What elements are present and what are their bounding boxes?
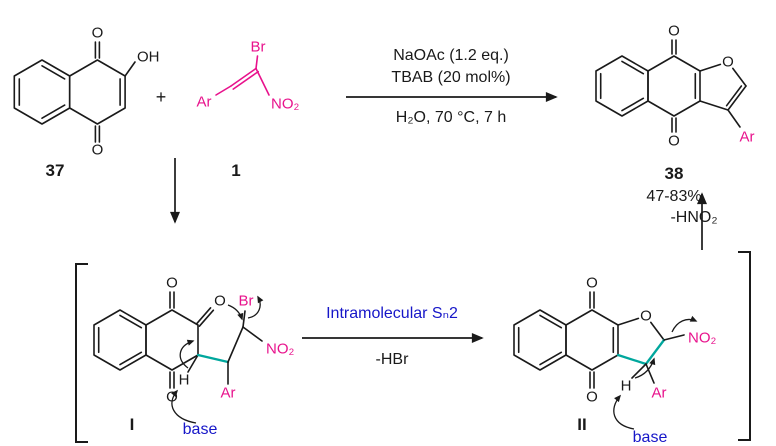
hydrogen-atom: H bbox=[621, 378, 632, 395]
new-ring-bond bbox=[644, 338, 666, 366]
nitro-bond bbox=[255, 67, 270, 96]
furan-bond bbox=[699, 100, 729, 111]
aromatic-double-bond bbox=[539, 314, 563, 329]
new-ring-bond bbox=[616, 353, 648, 366]
hydrogen-atom: H bbox=[179, 372, 190, 389]
nitro-group: NO₂ bbox=[271, 96, 300, 113]
intermediate-1-label: I bbox=[130, 415, 135, 434]
hydroxyl-group: OH bbox=[137, 49, 160, 66]
benzene-ring bbox=[93, 309, 147, 371]
quinone-ring bbox=[565, 309, 619, 371]
oxygen-atom: O bbox=[668, 23, 680, 40]
quinone-ring bbox=[68, 59, 126, 125]
chain-bond bbox=[227, 326, 244, 363]
intermediate-1: O O O H Ar Br NO₂ base bbox=[93, 275, 295, 438]
yield-text: 47-83% bbox=[646, 188, 701, 205]
c-h-bond bbox=[187, 354, 199, 373]
base-label: base bbox=[183, 421, 218, 438]
aryl-group: Ar bbox=[197, 94, 212, 111]
alkene-double-bond bbox=[232, 70, 260, 90]
aromatic-double-bond bbox=[621, 97, 645, 112]
aryl-bond bbox=[645, 363, 655, 384]
oxygen-atom: O bbox=[586, 275, 598, 292]
oxygen-atom: O bbox=[586, 389, 598, 406]
bromo-bond bbox=[242, 310, 246, 328]
compound-1-label: 1 bbox=[231, 161, 240, 180]
aryl-group: Ar bbox=[221, 385, 236, 402]
furan-bond bbox=[649, 321, 665, 341]
base-label: base bbox=[633, 429, 668, 446]
reaction-arrow-group: NaOAc (1.2 eq.) TBAB (20 mol%) H₂O, 70 °… bbox=[346, 47, 558, 126]
plus-sign: + bbox=[156, 87, 167, 107]
trione-ring bbox=[145, 309, 199, 371]
benzene-ring bbox=[13, 59, 71, 125]
curved-arrow-elimination bbox=[634, 357, 656, 379]
furan-oxygen-atom: O bbox=[640, 308, 652, 325]
bromine-atom: Br bbox=[251, 39, 266, 56]
bond bbox=[215, 85, 232, 96]
curved-arrow-no2-leaving bbox=[671, 315, 698, 333]
nitro-group: NO₂ bbox=[688, 330, 717, 347]
aromatic-double-bond bbox=[119, 314, 143, 329]
compound-38: O O O Ar bbox=[595, 23, 755, 150]
aryl-group: Ar bbox=[740, 129, 755, 146]
oxygen-atom: O bbox=[166, 275, 178, 292]
conditions-line2: TBAB (20 mol%) bbox=[391, 69, 510, 86]
quinone-ring bbox=[647, 55, 701, 117]
aryl-bond bbox=[727, 109, 741, 128]
aromatic-double-bond bbox=[539, 351, 563, 366]
compound-37-label: 37 bbox=[46, 161, 65, 180]
nitro-bond bbox=[663, 334, 685, 341]
curved-arrow-br-leaving bbox=[247, 295, 264, 319]
nitro-group: NO₂ bbox=[266, 341, 295, 358]
benzene-ring bbox=[595, 55, 649, 117]
conditions-line1: NaOAc (1.2 eq.) bbox=[393, 47, 509, 64]
oxygen-atom: O bbox=[214, 293, 226, 310]
hno2-elimination-label: -HNO₂ bbox=[670, 209, 717, 226]
furan-oxygen-atom: O bbox=[722, 54, 734, 71]
curved-arrow-enolization bbox=[179, 339, 195, 369]
carbonyl-bond bbox=[198, 309, 215, 328]
furan-bond bbox=[731, 67, 747, 87]
furan-bond bbox=[727, 85, 747, 111]
conditions-line3: H₂O, 70 °C, 7 h bbox=[396, 109, 506, 126]
furan-double-bond bbox=[725, 85, 743, 107]
carbonyl-bond bbox=[195, 306, 212, 325]
new-cc-bond bbox=[196, 353, 230, 364]
benzene-ring bbox=[513, 309, 567, 371]
oxygen-atom: O bbox=[92, 142, 104, 159]
aryl-group: Ar bbox=[652, 385, 667, 402]
alkene-bond bbox=[230, 67, 257, 87]
aromatic-double-bond bbox=[621, 60, 645, 75]
oxygen-atom: O bbox=[92, 25, 104, 42]
nitro-bond bbox=[242, 326, 263, 342]
aromatic-double-bond bbox=[41, 104, 66, 119]
curved-arrow-base-to-h bbox=[613, 394, 635, 430]
left-bracket bbox=[75, 263, 88, 443]
compound-38-label: 38 bbox=[665, 164, 684, 183]
c-h-bond bbox=[631, 363, 647, 379]
bromo-bond bbox=[255, 55, 259, 70]
hbr-label: -HBr bbox=[376, 351, 410, 368]
sn2-arrow-group: Intramolecular Sₙ2 -HBr bbox=[302, 305, 484, 368]
hno2-elimination-group: -HNO₂ bbox=[670, 192, 718, 250]
aromatic-double-bond bbox=[119, 351, 143, 366]
curved-arrow-o-attack bbox=[227, 304, 244, 321]
furan-bond bbox=[699, 63, 722, 72]
aromatic-double-bond bbox=[41, 65, 66, 80]
compound-37: O O OH bbox=[13, 25, 160, 159]
furan-bond bbox=[617, 317, 640, 326]
hydroxyl-bond bbox=[124, 61, 136, 77]
oxygen-atom: O bbox=[668, 133, 680, 150]
right-bracket bbox=[738, 251, 751, 441]
curved-arrow-base-to-h bbox=[171, 389, 197, 424]
sn2-label: Intramolecular Sₙ2 bbox=[326, 305, 458, 322]
intermediate-2-label: II bbox=[577, 415, 586, 434]
bromine-atom: Br bbox=[239, 293, 254, 310]
compound-1: Ar Br NO₂ bbox=[197, 39, 300, 113]
intermediate-2: O O O NO₂ Ar H base bbox=[513, 275, 717, 446]
